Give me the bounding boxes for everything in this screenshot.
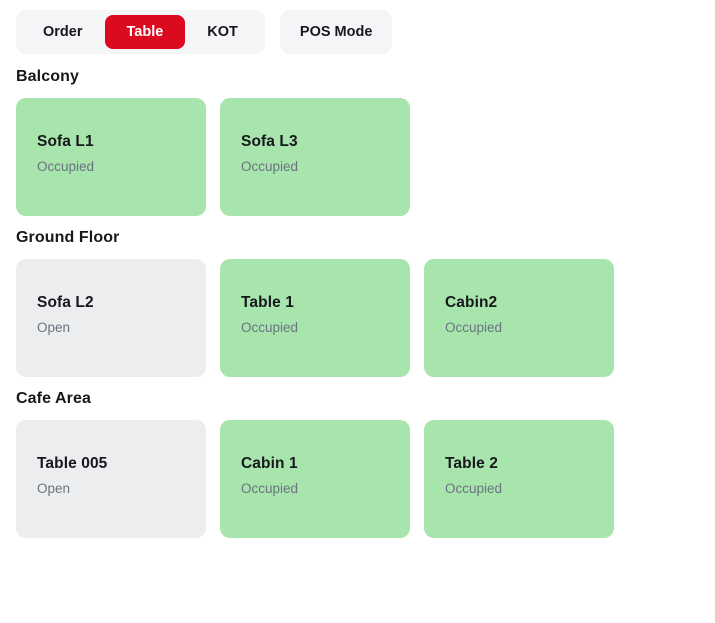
- table-card[interactable]: Sofa L3 Occupied: [220, 98, 410, 216]
- section-title: Ground Floor: [16, 229, 120, 246]
- table-card-status: Occupied: [241, 159, 299, 174]
- table-card-name: Table 005: [37, 455, 108, 472]
- table-card[interactable]: Sofa L1 Occupied: [16, 98, 206, 216]
- table-card-name: Cabin2: [445, 294, 498, 311]
- pos-mode-button[interactable]: POS Mode: [279, 10, 393, 54]
- table-card-name: Cabin 1: [241, 455, 298, 472]
- table-card[interactable]: Table 2 Occupied: [424, 420, 614, 538]
- table-card-status: Occupied: [37, 159, 95, 174]
- table-card-status: Occupied: [445, 481, 503, 496]
- table-card[interactable]: Table 1 Occupied: [220, 259, 410, 377]
- table-card-status: Open: [37, 481, 71, 496]
- table-card-status: Open: [37, 320, 71, 335]
- table-card-name: Table 1: [241, 294, 294, 311]
- table-card-name: Table 2: [445, 455, 498, 472]
- tab-kot[interactable]: KOT: [185, 15, 260, 49]
- tab-table[interactable]: Table: [104, 15, 186, 49]
- table-card[interactable]: Sofa L2 Open: [16, 259, 206, 377]
- table-card-name: Sofa L1: [37, 133, 94, 150]
- table-card-status: Occupied: [241, 481, 299, 496]
- table-card[interactable]: Cabin 1 Occupied: [220, 420, 410, 538]
- table-card-name: Sofa L3: [241, 133, 298, 150]
- tab-order[interactable]: Order: [21, 15, 105, 49]
- section-title: Cafe Area: [16, 390, 92, 407]
- table-card-status: Occupied: [241, 320, 299, 335]
- table-card-row: Sofa L1 Occupied Sofa L3 Occupied: [16, 98, 699, 216]
- section-title: Balcony: [16, 68, 79, 85]
- table-card-status: Occupied: [445, 320, 503, 335]
- table-card-name: Sofa L2: [37, 294, 94, 311]
